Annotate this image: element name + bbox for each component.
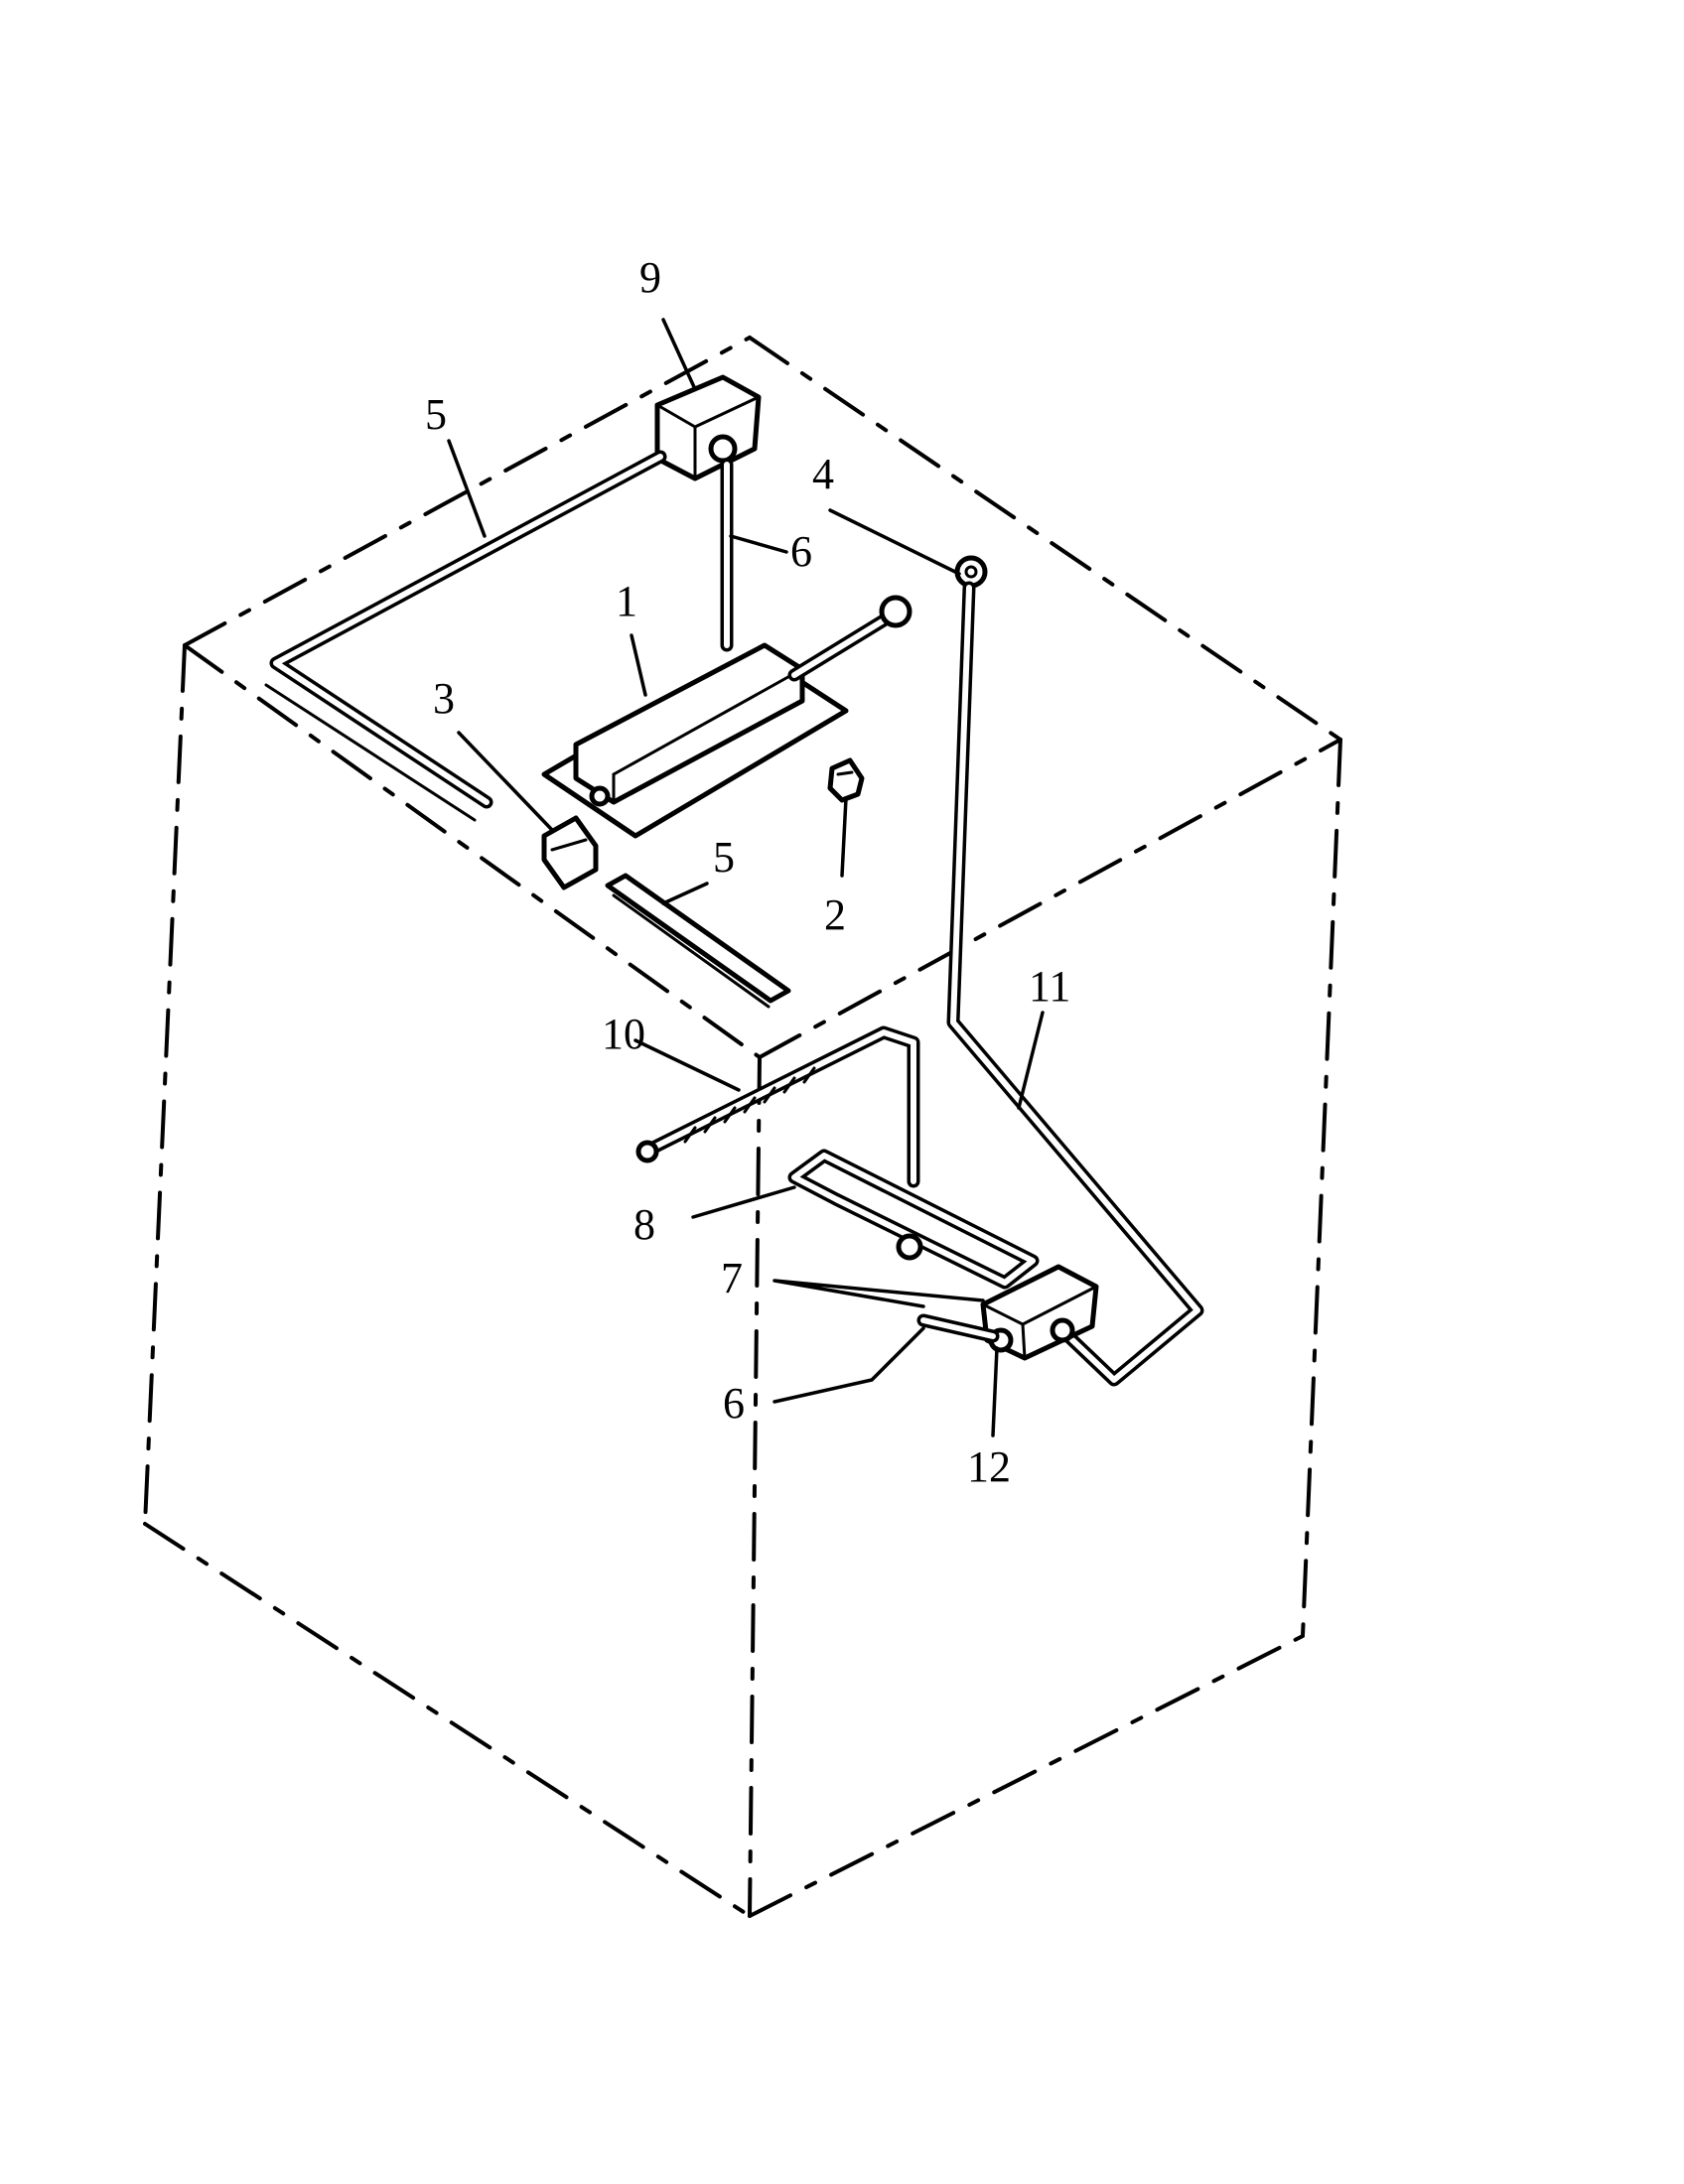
part-5-lower-channel	[605, 873, 791, 1009]
part-8-lower-burner	[635, 1025, 920, 1188]
leader-9	[1017, 1011, 1045, 1110]
part-2-clip	[827, 757, 865, 803]
cabinet-top-back-right-edge	[748, 336, 1342, 742]
cabinet-bottom-left-edge	[143, 1522, 752, 1918]
callout-6-lower: 6	[723, 1379, 745, 1428]
cabinet-top-front-left-edge	[183, 643, 762, 1059]
cabinet-bottom-right-edge	[748, 1634, 1305, 1918]
cabinet-outline	[143, 336, 1342, 1918]
leader-lines	[447, 318, 1045, 1437]
cabinet-front-vertical-edge	[748, 1055, 762, 1918]
leader-6-upper	[729, 534, 788, 554]
part-5-upper-channel	[264, 450, 667, 822]
leader-7	[661, 318, 697, 391]
part-9-gas-line	[946, 581, 1204, 1387]
leader-8	[633, 1038, 741, 1092]
callout-8: 10	[602, 1010, 645, 1058]
part-7-valve-bracket	[654, 374, 762, 481]
leader-10	[772, 1279, 985, 1308]
leader-5-upper	[447, 439, 487, 538]
leader-5-lower	[661, 882, 709, 905]
leader-11	[691, 1185, 796, 1219]
callout-7: 9	[639, 253, 661, 302]
leader-3	[457, 731, 554, 832]
callout-9: 11	[1029, 962, 1070, 1011]
part-3-bracket	[541, 815, 599, 890]
cabinet-top-front-right-edge	[758, 738, 1342, 1059]
callout-11: 8	[633, 1200, 655, 1249]
leader-6-lower	[772, 1326, 925, 1404]
part-11-burner-shield	[787, 1149, 1040, 1290]
part-1-burner-assembly	[541, 595, 912, 839]
callout-labels: 9 5 6 4 1 3 2 5 10 11 8 7 6 12	[425, 253, 1070, 1491]
callout-2: 2	[824, 890, 846, 939]
cabinet-left-vertical-edge	[143, 643, 187, 1526]
part-6-lower-tube	[916, 1313, 1000, 1343]
callout-10: 7	[721, 1254, 743, 1302]
cabinet-right-vertical-edge	[1301, 738, 1342, 1638]
callout-5-upper: 5	[425, 390, 447, 439]
callout-12: 12	[967, 1442, 1011, 1491]
leader-1	[630, 633, 647, 697]
callout-6-upper: 6	[790, 527, 812, 576]
callout-4: 4	[812, 450, 834, 498]
callout-3: 3	[433, 674, 455, 723]
callout-1: 1	[616, 577, 637, 625]
leader-2	[840, 796, 848, 878]
leader-4	[828, 508, 961, 576]
leader-12	[991, 1346, 999, 1437]
part-4-fitting	[954, 555, 988, 589]
callout-5-lower: 5	[713, 833, 735, 882]
part-10-lower-valve-bracket	[980, 1264, 1099, 1361]
